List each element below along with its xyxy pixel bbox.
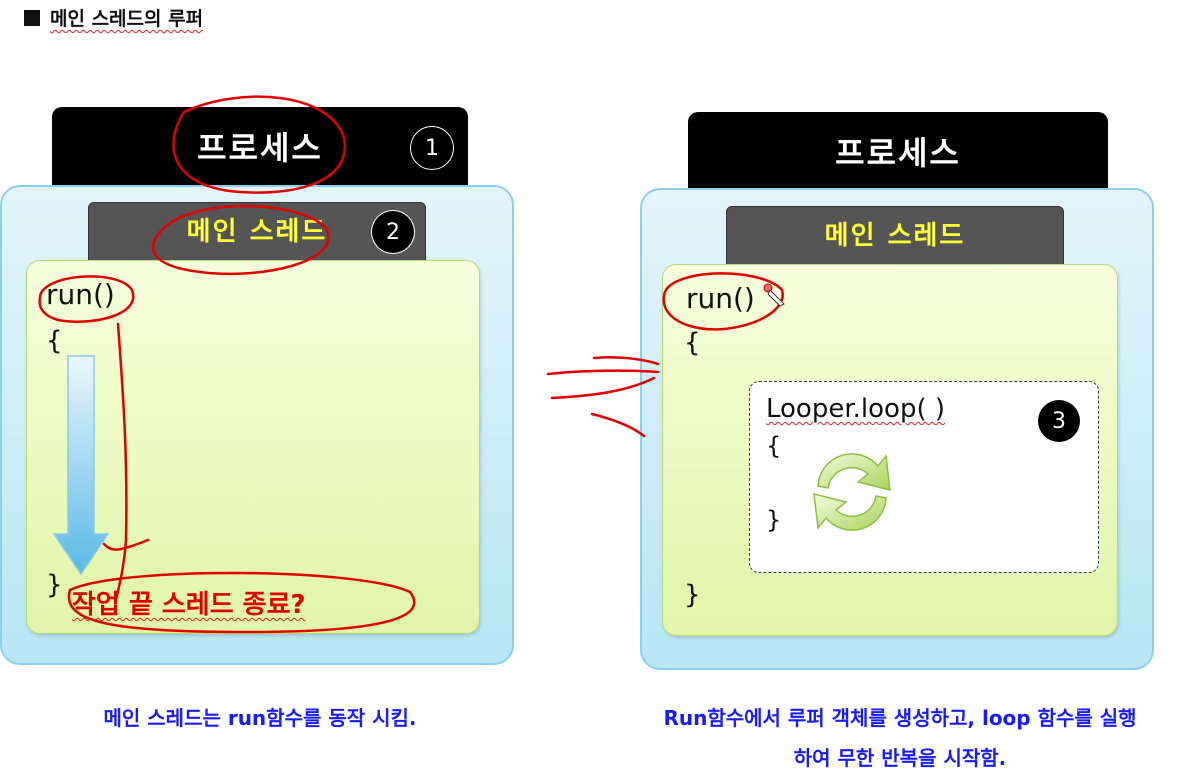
right-badge-3: 3 [1038,400,1080,442]
circle-right-run [662,272,784,331]
left-process-tab: 프로세스 [52,107,468,197]
right-process-label: 프로세스 [835,134,961,172]
left-badge-2: 2 [372,211,414,253]
right-thread-tab: 메인 스레드 [726,206,1064,274]
left-process-label: 프로세스 [197,129,323,167]
right-caption-line1: Run함수에서 루퍼 객체를 생성하고, loop 함수를 실행 [663,706,1137,730]
right-caption-line2: 하여 무한 반복을 시작함. [793,746,1007,770]
arrow-line-3 [550,376,656,400]
left-badge-1: 1 [410,126,454,170]
pen-cursor-icon [763,283,785,307]
right-process-tab: 프로세스 [688,112,1108,198]
heading-title: 메인 스레드의 루퍼 [50,8,204,30]
looper-brace-close: } [766,506,782,534]
arrow-line-1 [592,356,660,366]
looper-brace-open: { [766,432,782,460]
tick-left-flow [102,538,150,551]
left-brace-close: } [46,570,63,600]
arrow-line-2 [546,369,660,376]
loop-cycle-icon [813,453,891,531]
left-run-area [26,260,480,634]
circle-left-thread [151,204,330,276]
execution-down-arrow-icon [52,355,110,576]
circle-left-run [38,275,135,323]
left-brace-open: { [46,326,63,356]
slide-heading: 메인 스레드의 루퍼 [24,4,203,31]
right-brace-open: { [684,328,701,358]
line-left-flow [114,322,128,602]
right-run-code: run() [686,282,755,315]
left-caption: 메인 스레드는 run함수를 동작 시킴. [103,706,417,730]
right-thread-label: 메인 스레드 [824,221,966,251]
right-brace-close: } [684,580,701,610]
left-thread-tab: 메인 스레드 [88,202,426,270]
circle-left-process [172,95,347,194]
left-thread-label: 메인 스레드 [186,217,328,247]
left-annotation: 작업 끝 스레드 종료? [72,590,306,620]
bullet-square-icon [24,9,40,26]
looper-loop-title: Looper.loop( ) [766,394,946,424]
arrow-line-4 [590,412,646,438]
oval-left-annotation [67,571,416,634]
left-run-code: run() [46,278,115,311]
